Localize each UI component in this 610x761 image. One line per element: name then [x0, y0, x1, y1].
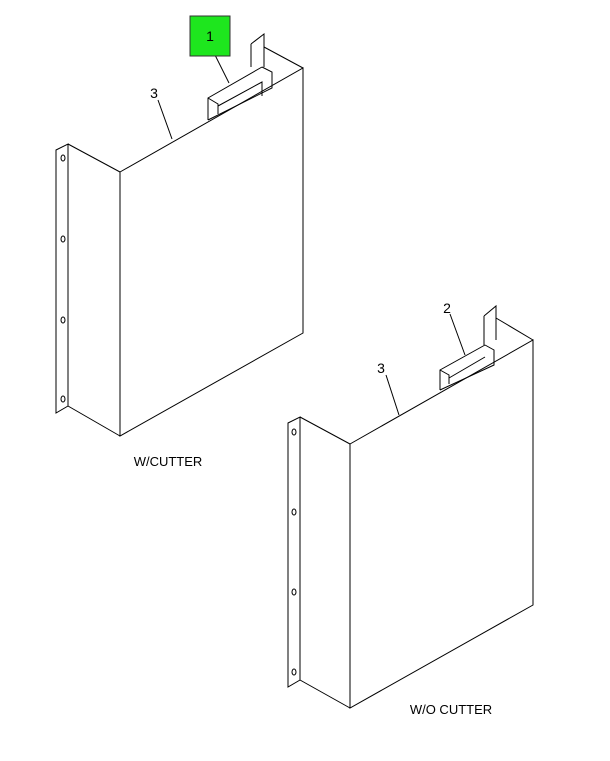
mounting-flange — [55, 143, 69, 414]
assembly-caption: W/O CUTTER — [410, 702, 492, 717]
mounting-hole — [60, 154, 66, 162]
mounting-hole — [291, 428, 297, 436]
mounting-hole — [60, 395, 66, 403]
assembly-caption: W/CUTTER — [134, 454, 203, 469]
leader-line — [214, 54, 230, 84]
mounting-hole — [60, 235, 66, 243]
leader-line — [385, 374, 400, 416]
callout-number[interactable]: 3 — [150, 85, 158, 101]
leader-line — [157, 99, 173, 140]
mounting-hole — [291, 588, 297, 596]
callout-number[interactable]: 1 — [206, 28, 214, 44]
cover-panel — [349, 339, 534, 709]
callout-highlight-box — [189, 15, 231, 57]
cover-panel — [119, 67, 304, 437]
callout-number[interactable]: 2 — [443, 300, 451, 316]
mounting-hole — [60, 316, 66, 324]
callout-number[interactable]: 3 — [377, 360, 385, 376]
cutter-bracket — [207, 32, 304, 121]
assembly-without-cutter: 2 3 W/O CUTTER — [287, 300, 534, 717]
slot-bracket — [439, 304, 534, 391]
leader-line — [449, 313, 466, 356]
assembly-with-cutter: 1 3 W/CUTTER — [55, 15, 304, 469]
mounting-hole — [291, 668, 297, 676]
mounting-flange — [287, 416, 301, 688]
mounting-hole — [291, 508, 297, 516]
